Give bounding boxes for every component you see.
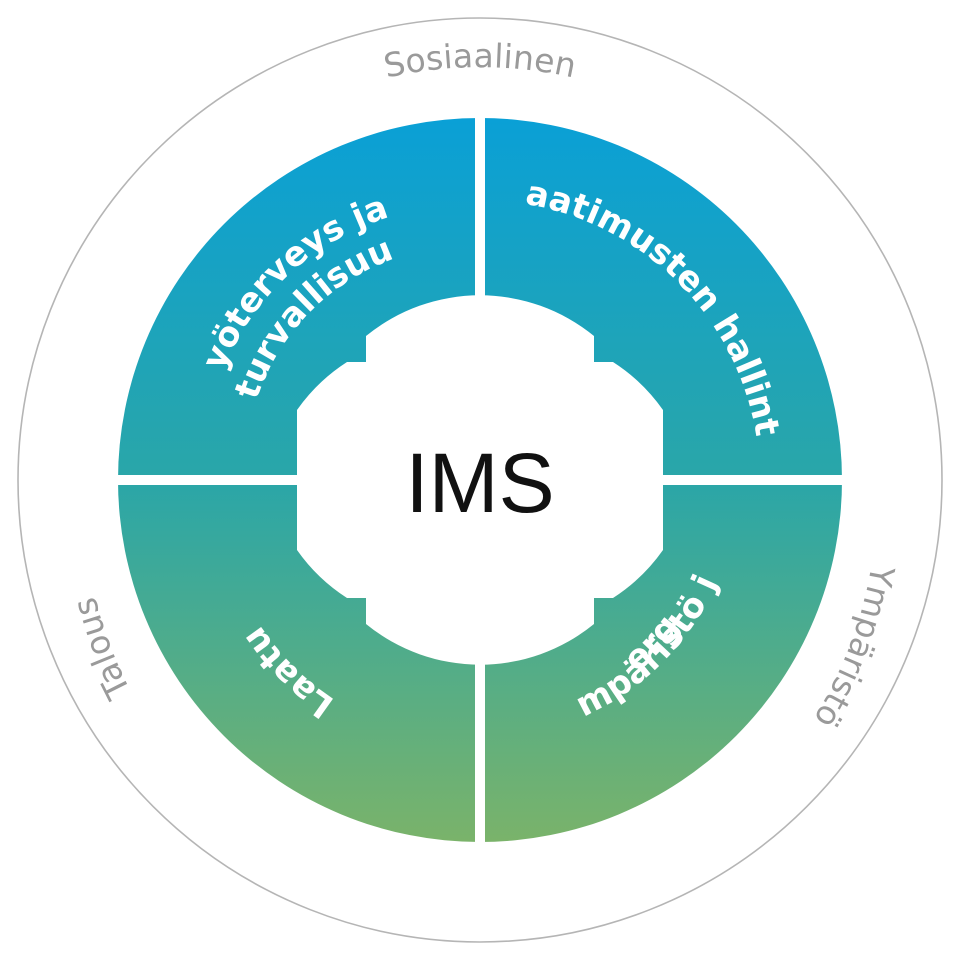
horizontal-divider [110,475,850,485]
center-label: IMS [405,436,554,530]
